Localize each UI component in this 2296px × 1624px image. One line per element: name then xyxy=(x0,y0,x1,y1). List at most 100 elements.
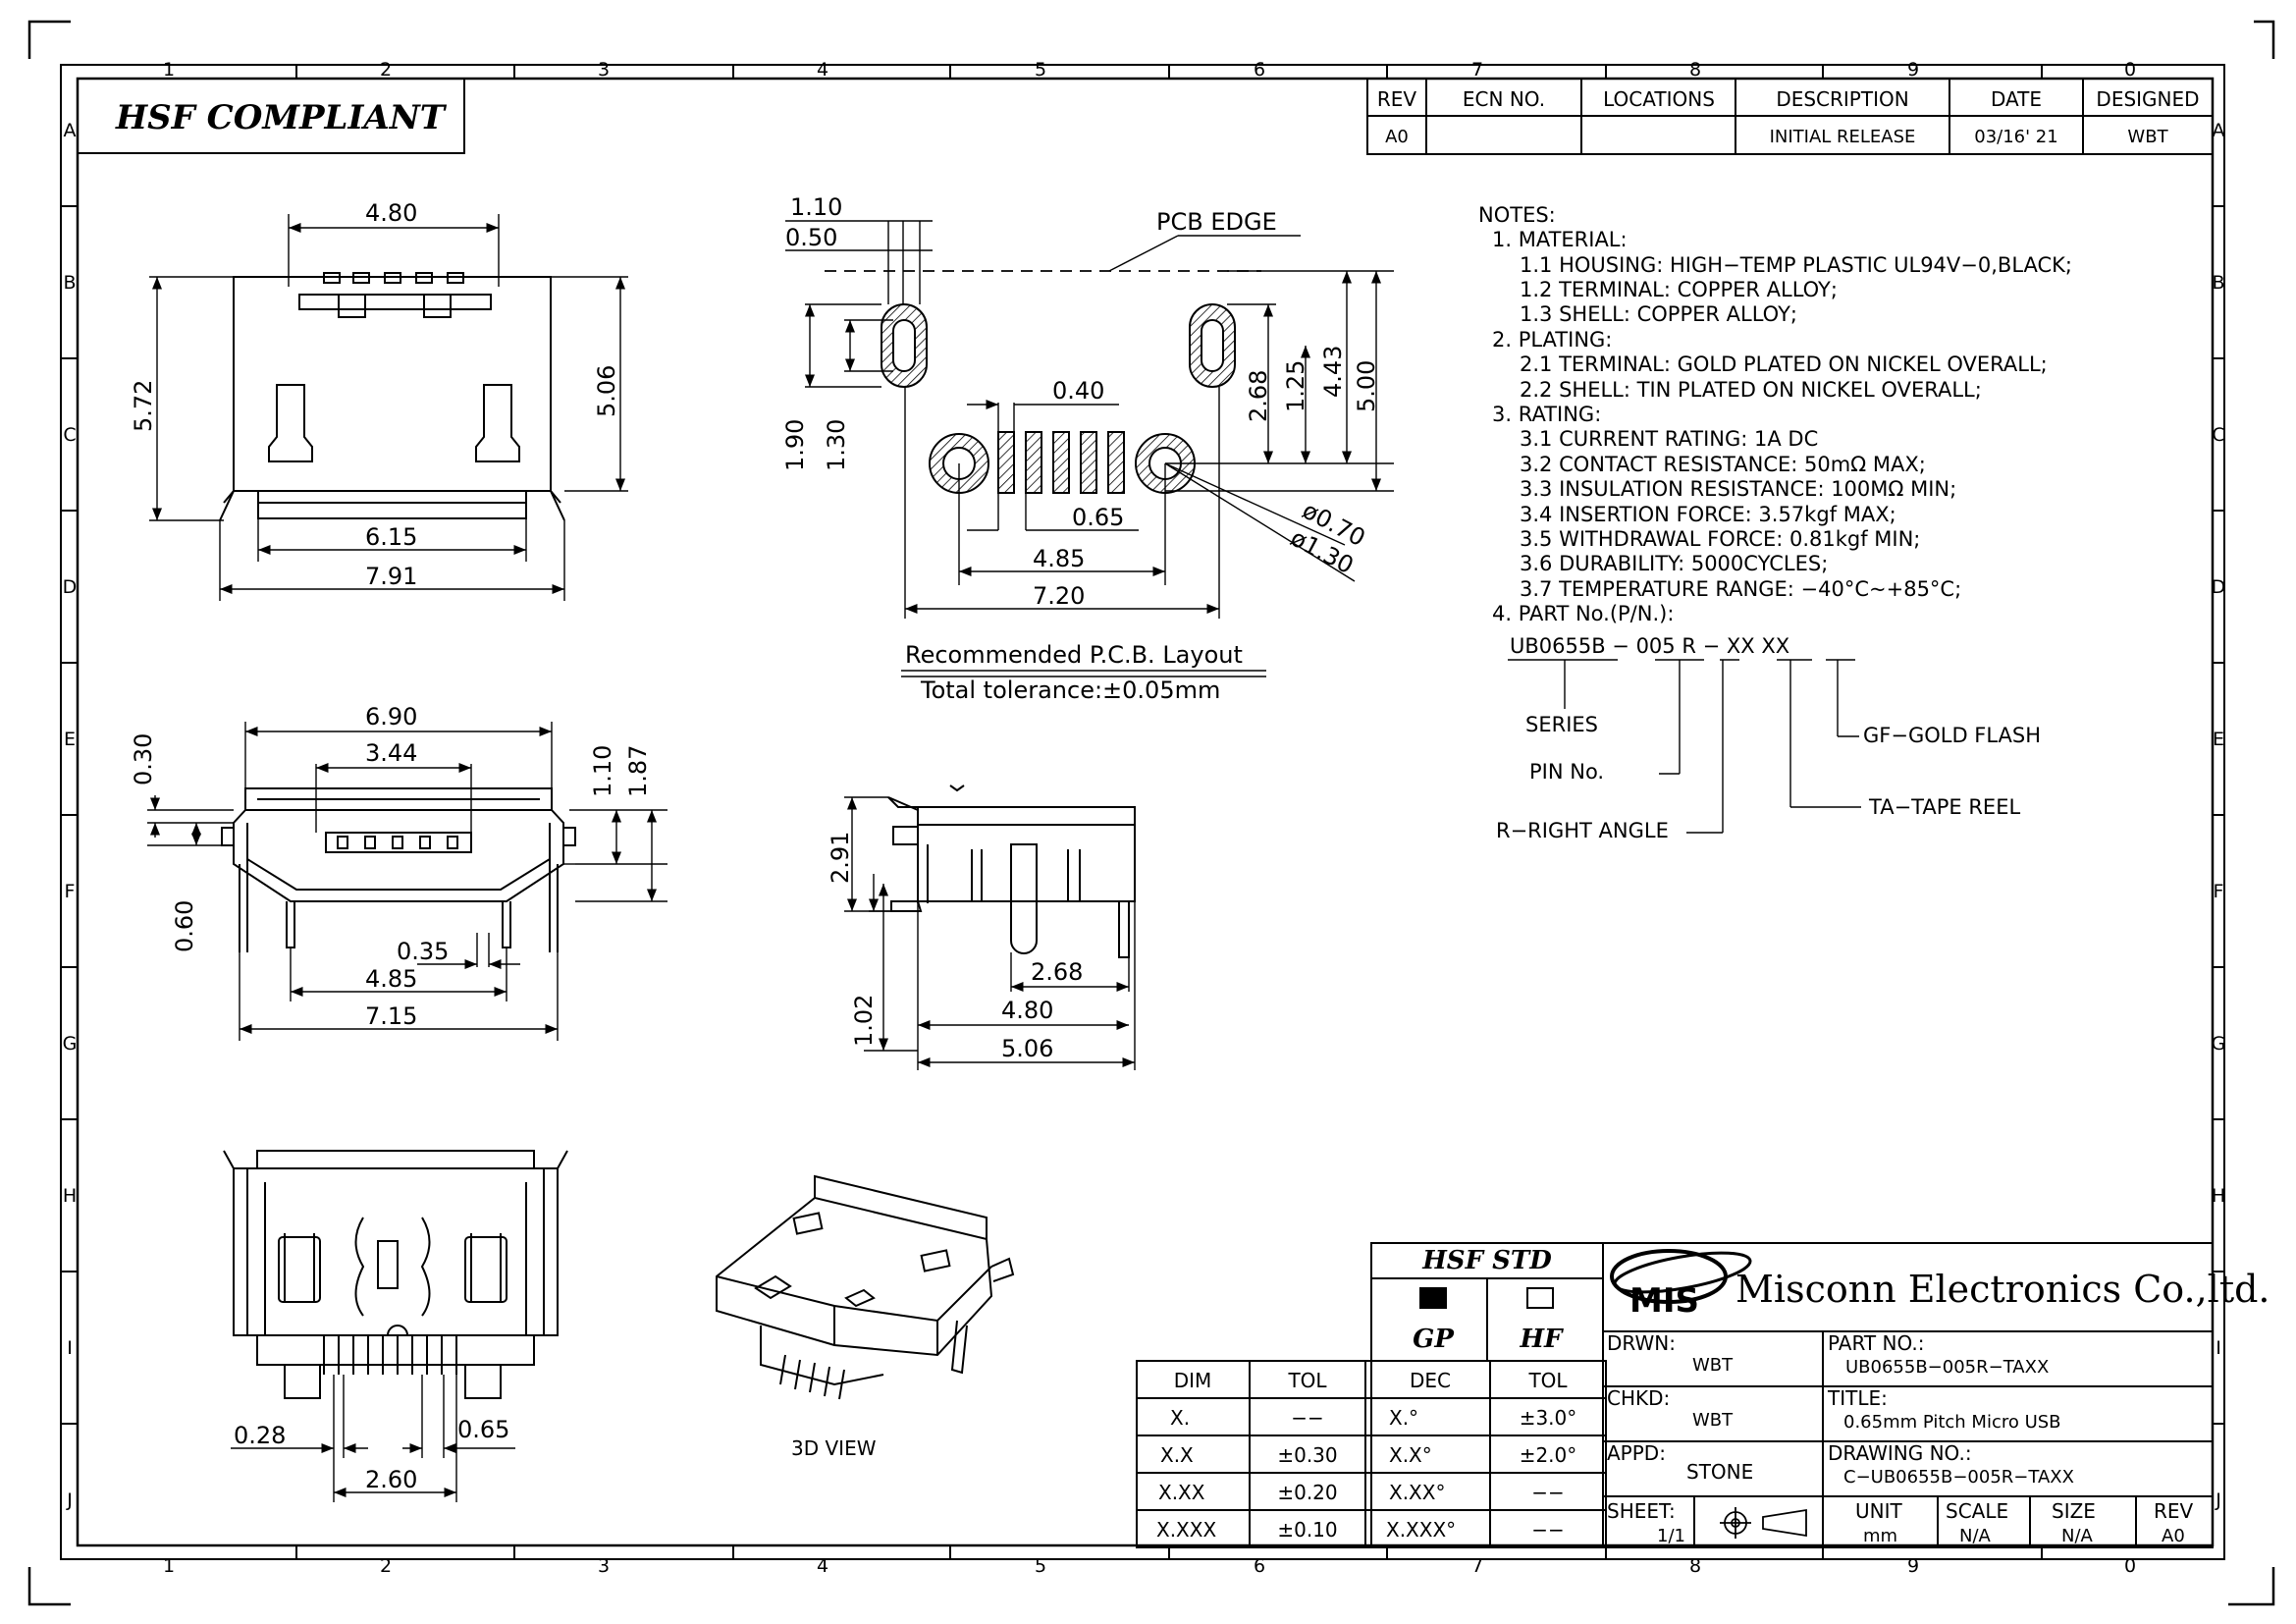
tol-cell: X.X xyxy=(1160,1443,1194,1467)
grid-row-label: C xyxy=(2212,424,2224,446)
hsf-std-hf: HF xyxy=(1519,1325,1564,1354)
rev-header: REV xyxy=(1377,87,1417,111)
dim-top-791: 7.91 xyxy=(365,563,417,590)
grid-row-label: E xyxy=(64,729,76,750)
tol-cell: X.XXX xyxy=(1156,1518,1216,1542)
ecn-header: ECN NO. xyxy=(1463,87,1545,111)
chkd-value: WBT xyxy=(1692,1410,1734,1431)
hsf-std-gp: GP xyxy=(1413,1325,1455,1354)
drwn-label: DRWN: xyxy=(1607,1331,1676,1355)
hsf-std-title: HSF STD xyxy=(1421,1246,1552,1275)
note-line: 1.1 HOUSING: HIGH−TEMP PLASTIC UL94V−0,B… xyxy=(1520,253,2072,277)
date-value: 03/16' 21 xyxy=(1974,127,2057,147)
part-code-leaders xyxy=(1508,659,1861,834)
grid-row-label: H xyxy=(63,1185,77,1207)
title-value: 0.65mm Pitch Micro USB xyxy=(1843,1412,2061,1433)
pcb-layout-dimensions xyxy=(785,220,1394,619)
grid-col-label: 4 xyxy=(817,1555,828,1577)
top-view xyxy=(219,272,565,521)
dim-bottom-065: 0.65 xyxy=(457,1416,509,1443)
unit-label: UNIT xyxy=(1855,1499,1902,1523)
notes: NOTES: 1. MATERIAL: 1.1 HOUSING: HIGH−TE… xyxy=(1478,203,2072,842)
locations-header: LOCATIONS xyxy=(1603,87,1715,111)
revision-table-text: REV ECN NO. LOCATIONS DESCRIPTION DATE D… xyxy=(1377,87,2200,147)
note-line: 3.4 INSERTION FORCE: 3.57kgf MAX; xyxy=(1520,503,1896,526)
grid-col-label: 5 xyxy=(1035,1555,1046,1577)
grid-row-label: G xyxy=(63,1033,78,1055)
3d-view-label: 3D VIEW xyxy=(791,1436,877,1460)
corner-marks xyxy=(27,20,2275,1606)
title-block-text: Misconn Electronics Co.,ltd. DRWN: WBT C… xyxy=(1607,1268,2270,1546)
bottom-view xyxy=(223,1150,568,1399)
front-view xyxy=(221,787,576,952)
hsf-compliant-label: HSF COMPLIANT xyxy=(115,98,448,137)
dim-pcb-268: 2.68 xyxy=(1245,370,1272,422)
grid-col-label: 2 xyxy=(380,1555,392,1577)
rev-label: REV xyxy=(2154,1499,2194,1523)
note-line: 3.5 WITHDRAWAL FORCE: 0.81kgf MIN; xyxy=(1520,527,1920,551)
tol-cell: X.X° xyxy=(1389,1443,1432,1467)
top-view-dimensions xyxy=(149,214,628,601)
grid-row-label: I xyxy=(67,1337,73,1359)
side-view-dim-labels: 2.91 2.68 1.02 4.80 5.06 xyxy=(827,832,1083,1062)
side-view-dimensions xyxy=(844,796,1136,1070)
grid-row-label: F xyxy=(65,881,76,902)
dim-pcb-130: 1.30 xyxy=(823,419,850,471)
side-view xyxy=(887,785,1136,958)
dim-front-690: 6.90 xyxy=(365,703,417,731)
note-line: 3.3 INSULATION RESISTANCE: 100MΩ MIN; xyxy=(1520,477,1956,501)
dim-top-572: 5.72 xyxy=(130,380,157,432)
note-line: 3.7 TEMPERATURE RANGE: −40°C~+85°C; xyxy=(1520,577,1961,601)
note-line: 2. PLATING: xyxy=(1492,328,1612,352)
tol-header-tol: TOL xyxy=(1287,1369,1327,1392)
grid-col-label: 2 xyxy=(380,59,392,81)
grid-row-label: B xyxy=(63,272,76,294)
dim-front-344: 3.44 xyxy=(365,739,417,767)
sheet-value: 1/1 xyxy=(1657,1526,1685,1546)
grid-row-label: J xyxy=(2215,1489,2221,1511)
mis-logo: MIS xyxy=(1629,1281,1699,1321)
dim-front-110: 1.10 xyxy=(589,745,616,797)
grid-row-label: I xyxy=(2216,1337,2221,1359)
tol-cell: X.XXX° xyxy=(1386,1518,1456,1542)
dim-front-715: 7.15 xyxy=(365,1002,417,1030)
grid-row-label: G xyxy=(2212,1033,2226,1055)
tol-cell: −− xyxy=(1291,1406,1324,1430)
dim-pcb-065: 0.65 xyxy=(1072,504,1124,531)
grid-col-label: 0 xyxy=(2124,1555,2136,1577)
dim-bottom-260: 2.60 xyxy=(365,1466,417,1493)
grid-column-labels-bottom: 1 2 3 4 5 6 7 8 9 0 xyxy=(163,1555,2136,1577)
grid-row-labels-left: A B C D E F G H I J xyxy=(63,120,78,1511)
designed-value: WBT xyxy=(2127,127,2168,147)
description-header: DESCRIPTION xyxy=(1776,87,1908,111)
projection-symbol-icon xyxy=(1720,1507,1807,1539)
tol-cell: X.XX° xyxy=(1389,1481,1445,1504)
front-view-dimensions xyxy=(147,722,667,1041)
part-no-value: UB0655B−005R−TAXX xyxy=(1845,1357,2049,1378)
dim-side-506: 5.06 xyxy=(1001,1035,1053,1062)
note-line: 1.3 SHELL: COPPER ALLOY; xyxy=(1520,302,1797,326)
bottom-view-dim-labels: 0.28 0.65 2.60 xyxy=(234,1416,509,1493)
title-label: TITLE: xyxy=(1827,1386,1888,1410)
revision-table xyxy=(1366,78,2214,155)
dim-pcb-110: 1.10 xyxy=(790,193,842,221)
note-line: 1.2 TERMINAL: COPPER ALLOY; xyxy=(1520,278,1838,301)
pcb-tolerance-caption: Total tolerance:±0.05mm xyxy=(920,677,1220,704)
dim-front-030: 0.30 xyxy=(130,733,157,785)
chkd-label: CHKD: xyxy=(1607,1386,1670,1410)
dim-side-102: 1.02 xyxy=(850,995,878,1047)
legend-angle: R−RIGHT ANGLE xyxy=(1496,819,1669,842)
pcb-layout xyxy=(825,270,1261,494)
note-line: 3. RATING: xyxy=(1492,403,1601,426)
legend-series: SERIES xyxy=(1525,713,1598,736)
grid-row-labels-right: A B C D E F G H I J xyxy=(2212,120,2226,1511)
legend-packing: TA−TAPE REEL xyxy=(1868,795,2020,819)
grid-col-label: 3 xyxy=(598,59,610,81)
rev-value-tb: A0 xyxy=(2162,1526,2185,1546)
note-line: 3.2 CONTACT RESISTANCE: 50mΩ MAX; xyxy=(1520,453,1926,476)
3d-view xyxy=(716,1174,1015,1400)
tol-cell: ±2.0° xyxy=(1520,1443,1577,1467)
description-value: INITIAL RELEASE xyxy=(1770,127,1916,147)
dim-front-187: 1.87 xyxy=(624,745,652,797)
